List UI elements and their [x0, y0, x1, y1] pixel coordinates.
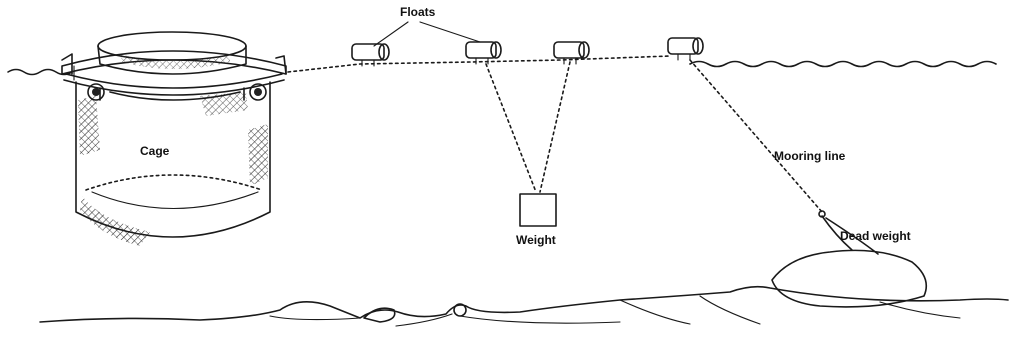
dead-weight: Dead weight [772, 216, 926, 307]
dead-weight-label: Dead weight [840, 229, 911, 243]
cage: Cage [62, 32, 286, 246]
mooring-line-label: Mooring line [774, 149, 846, 163]
weight-label: Weight [516, 233, 556, 247]
cage-label: Cage [140, 144, 170, 158]
float-2 [466, 42, 501, 64]
float-1 [352, 44, 389, 66]
floats-label: Floats [400, 5, 436, 19]
float-4 [668, 38, 703, 60]
weight: Weight [486, 62, 570, 247]
mooring-line: Mooring line [690, 60, 846, 217]
floats-callout: Floats [374, 5, 480, 46]
